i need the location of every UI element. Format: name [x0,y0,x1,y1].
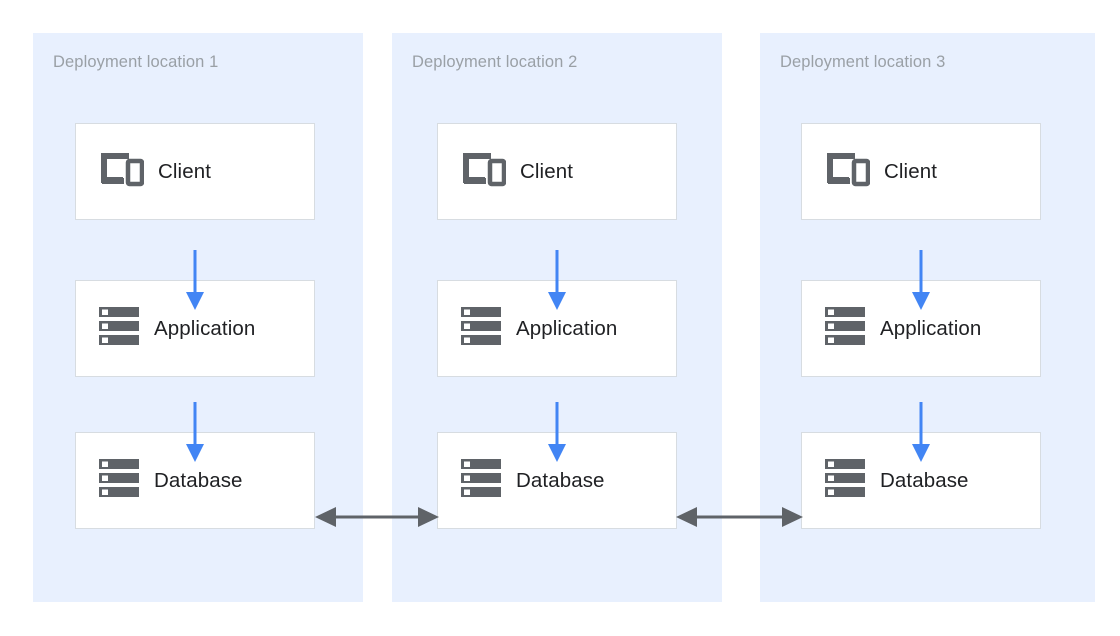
node-label-database-3: Database [880,468,969,492]
client-devices-icon [460,150,507,193]
node-database-3[interactable]: Database [801,432,1041,529]
server-stack-icon [460,306,502,351]
node-label-application-2: Application [516,316,618,340]
server-stack-icon [824,306,866,351]
node-database-1[interactable]: Database [75,432,315,529]
server-stack-icon [460,458,502,503]
panel-title-1: Deployment location 1 [53,53,219,71]
node-application-2[interactable]: Application [437,280,677,377]
node-client-3[interactable]: Client [801,123,1041,220]
node-label-database-1: Database [154,468,243,492]
panel-title-3: Deployment location 3 [780,53,946,71]
node-label-client-3: Client [884,159,938,183]
panel-title-2: Deployment location 2 [412,53,578,71]
node-application-1[interactable]: Application [75,280,315,377]
client-devices-icon [824,150,871,193]
server-stack-icon [98,306,140,351]
node-client-1[interactable]: Client [75,123,315,220]
node-database-2[interactable]: Database [437,432,677,529]
node-application-3[interactable]: Application [801,280,1041,377]
node-label-database-2: Database [516,468,605,492]
node-client-2[interactable]: Client [437,123,677,220]
server-stack-icon [824,458,866,503]
node-label-client-1: Client [158,159,212,183]
server-stack-icon [98,458,140,503]
client-devices-icon [98,150,145,193]
node-label-application-3: Application [880,316,982,340]
node-label-application-1: Application [154,316,256,340]
node-label-client-2: Client [520,159,574,183]
